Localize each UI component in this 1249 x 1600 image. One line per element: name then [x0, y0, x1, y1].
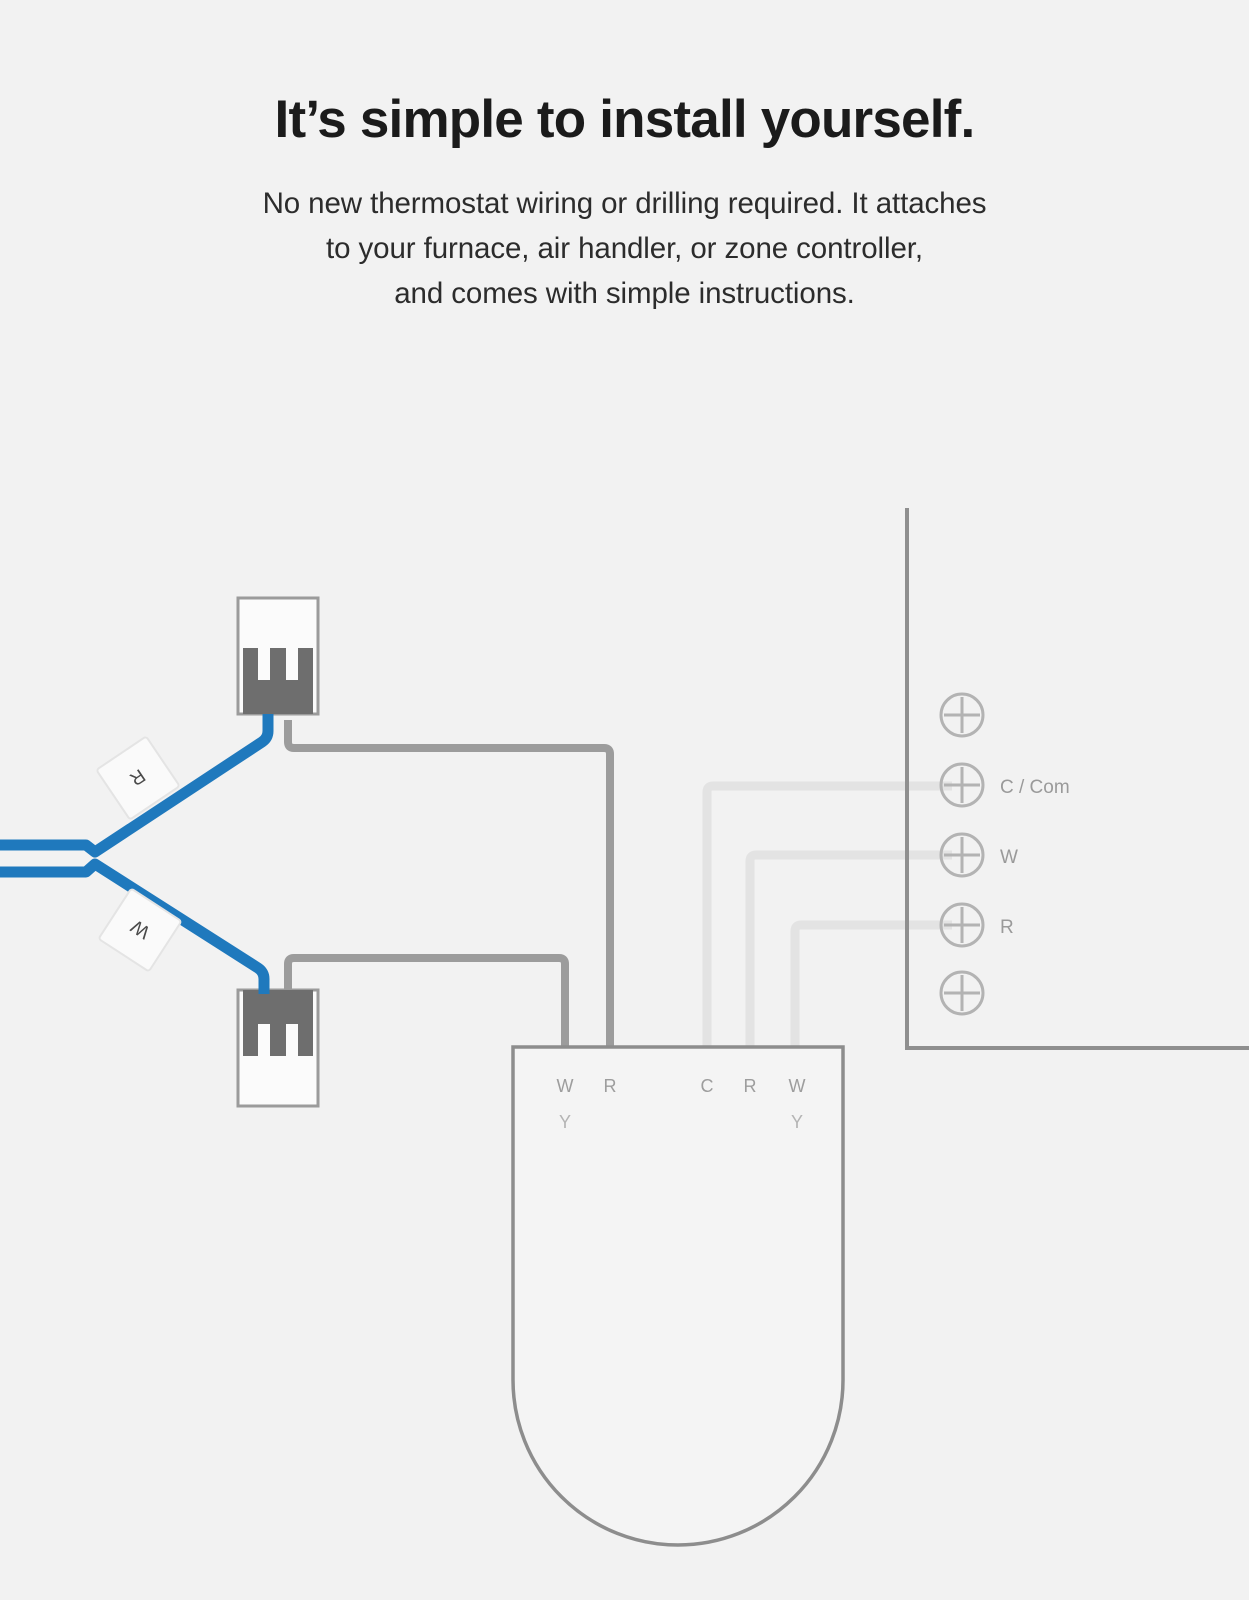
subtitle-line-3: and comes with simple instructions.	[394, 276, 855, 310]
wire-tag-r: R	[96, 736, 180, 820]
device-label-5-bottom: Y	[791, 1112, 803, 1132]
device-label-5-top: W	[789, 1076, 806, 1096]
device-label-1-bottom: Y	[559, 1112, 571, 1132]
thermostat-bridge-device[interactable]	[511, 1045, 845, 1547]
screw-terminal-4[interactable]	[939, 902, 985, 948]
device-label-4-top: R	[744, 1076, 757, 1096]
wire-r	[790, 920, 952, 1047]
wire-tag-w: W	[98, 888, 182, 972]
page-subtitle: No new thermostat wiring or drilling req…	[0, 148, 1249, 316]
wire-w	[745, 850, 952, 1047]
device-label-2-top: R	[604, 1076, 617, 1096]
dark-gray-wire-group	[284, 720, 614, 1047]
connector-block-lower[interactable]	[236, 988, 320, 1108]
wire-connector-upper-to-device	[284, 720, 614, 1047]
device-label-1-top: W	[557, 1076, 574, 1096]
device-terminal-labels: W Y R C R W Y	[557, 1076, 806, 1132]
device-label-3-top: C	[701, 1076, 714, 1096]
page-title: It’s simple to install yourself.	[274, 90, 976, 149]
blue-wire-w	[0, 858, 270, 994]
header: It’s simple to install yourself. No new …	[0, 0, 1249, 317]
blue-wire-r	[0, 714, 274, 858]
screw-terminal-5[interactable]	[939, 970, 985, 1016]
blue-wire-group	[0, 714, 274, 994]
subtitle-line-2: to your furnace, air handler, or zone co…	[326, 232, 923, 265]
control-panel-outline	[905, 508, 1249, 1050]
screw-terminal-1[interactable]	[939, 692, 985, 738]
terminal-label-w: W	[1000, 847, 1018, 868]
screw-terminal-3[interactable]	[939, 832, 985, 878]
connector-block-upper[interactable]	[236, 596, 320, 716]
screw-terminal-group	[939, 692, 985, 1016]
subtitle-line-1: No new thermostat wiring or drilling req…	[262, 187, 987, 221]
screw-terminal-2[interactable]	[939, 762, 985, 808]
wire-c-com	[702, 781, 952, 1047]
light-gray-wire-group	[702, 781, 952, 1047]
wire-connector-lower-to-device	[284, 954, 569, 1047]
terminal-label-r: R	[1000, 917, 1014, 938]
terminal-label-c-com: C / Com	[1000, 777, 1070, 798]
